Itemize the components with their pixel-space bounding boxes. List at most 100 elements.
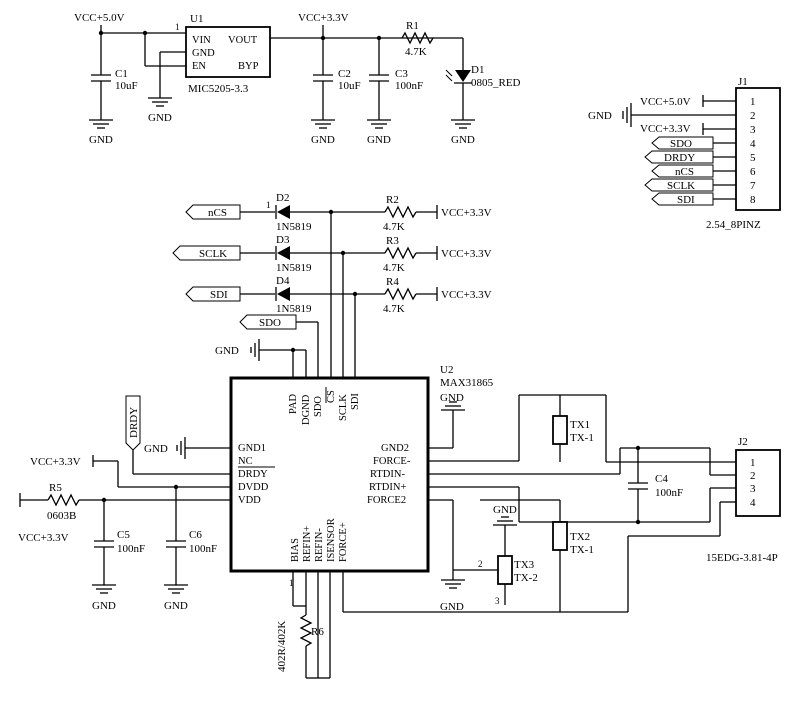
u2-pin-force2: FORCE2 [367,495,406,506]
j2-pin-num: 2 [750,470,756,482]
u2-pin-force-minus: FORCE- [373,456,411,467]
gnd-label-c1: GND [89,134,113,146]
port-sdi-label: SDI [210,289,228,301]
d1-led [455,70,471,82]
u2-left-wiring: DRDY GND VCC+3.3V R5 0603B VCC+3.3V C5 1… [18,395,231,612]
j1-sig-sclk: SCLK [667,180,695,192]
gnd-label-c2: GND [311,134,335,146]
r4-resistor [384,287,417,301]
u2-pin-gnd1: GND1 [238,443,266,454]
d4-value: 1N5819 [276,303,312,315]
gnd-label-u1: GND [148,112,172,124]
c3-value: 100nF [395,80,423,92]
c4-ref: C4 [655,473,668,485]
d3-value: 1N5819 [276,262,312,274]
c6-value: 100nF [189,543,217,555]
j1-pin-num: 3 [750,124,756,136]
power-section: VCC+5.0V 1 C1 10uF GND VIN VOUT GND EN B… [74,12,521,146]
j2-pin-num: 3 [750,483,756,495]
gnd-symbol [311,119,335,129]
tx3-body [497,555,513,585]
u1-pin-vin: VIN [192,35,211,46]
u2-right-wiring: GND TX1 TX-1 C4 100nF [428,392,781,613]
r4-net: VCC+3.3V [441,289,492,301]
u1-pin-gnd: GND [192,48,215,59]
c4-value: 100nF [655,487,683,499]
gnd-symbol [367,119,391,129]
j2-pin-num: 4 [750,497,756,509]
r3-net: VCC+3.3V [441,248,492,260]
u1-ref: U1 [190,13,203,25]
j1-port-sdo [651,136,714,150]
tx1-value: TX-1 [570,432,594,444]
u2-pin-bias: BIAS [290,538,301,562]
c2-value: 10uF [338,80,361,92]
r3-resistor [384,246,417,260]
j1-pin-num: 7 [750,180,756,192]
j1-port-drdy [644,150,714,164]
u1-part: MIC5205-3.3 [188,83,249,95]
r4-value: 4.7K [383,303,405,315]
j1-sig-drdy: DRDY [664,152,695,164]
d1-value: 0805_RED [471,77,521,89]
tx3-pin2: 2 [478,559,483,569]
u2-pin1-number: 1 [289,578,294,588]
u2-pin-refin-minus: REFIN- [314,528,325,562]
u2-pin-dgnd: DGND [301,394,312,425]
u2-bottom-wiring: R6 402R/402K [276,571,560,679]
j1-pin-num: 6 [750,166,756,178]
gnd-label-c5: GND [92,600,116,612]
j1-pin-num: 2 [750,110,756,122]
r1-resistor [401,31,434,45]
d1-ref: D1 [471,64,484,76]
d4-diode [277,287,290,301]
r5-value: 0603B [47,510,76,522]
gnd-label-tx3: GND [493,504,517,516]
r2-resistor [384,205,417,219]
u1-pin-byp: BYP [238,61,259,72]
j1-body [735,87,781,211]
j1-port-ncs [651,164,714,178]
gnd-label-gnd1: GND [144,443,168,455]
d2-diode [277,205,290,219]
tx1-body [552,415,568,445]
u1-pin-vout: VOUT [228,35,258,46]
j2-ref: J2 [738,436,748,448]
r5-ref: R5 [49,482,62,494]
u2-pin-sdo: SDO [313,396,324,417]
gnd-symbol [451,119,475,129]
c6-ref: C6 [189,529,202,541]
u2-pin-refin-plus: REFIN+ [302,526,313,562]
port-ncs-label: nCS [208,207,227,219]
u2-pin-rtdin-minus: RTDIN- [370,469,405,480]
j1-net-vcc33: VCC+3.3V [640,123,691,135]
u2-pin-vdd: VDD [238,495,261,506]
tx1-ref: TX1 [570,419,590,431]
u2-pin-dvdd: DVDD [238,482,269,493]
net-label-vcc33-r5: VCC+3.3V [18,532,69,544]
port-drdy [125,395,141,451]
spi-protection: nCS 1 D2 1N5819 R2 4.7K VCC+3.3V SCLK D3… [172,192,492,378]
r1-ref: R1 [406,20,419,32]
u2-pin-force-plus: FORCE+ [338,522,349,562]
u2-part: MAX31865 [440,377,494,389]
j1-sig-sdi: SDI [677,194,695,206]
j1-sig-ncs: nCS [675,166,694,178]
j1-part: 2.54_8PINZ [706,219,761,231]
r2-ref: R2 [386,194,399,206]
j1-ref: J1 [738,76,748,88]
u2-pin-pad: PAD [288,394,299,414]
j1-port-sdi [651,192,714,206]
r3-value: 4.7K [383,262,405,274]
gnd-symbol [89,119,113,129]
gnd-label-d1: GND [451,134,475,146]
tx2-value: TX-1 [570,544,594,556]
r6-value: 402R/402K [276,621,288,672]
j1-pin-num: 8 [750,194,756,206]
d3-ref: D3 [276,234,290,246]
port-drdy-label: DRDY [128,407,140,438]
j1-pin-num: 5 [750,152,756,164]
c1-ref: C1 [115,68,128,80]
d2-value: 1N5819 [276,221,312,233]
j2-part: 15EDG-3.81-4P [706,552,778,564]
